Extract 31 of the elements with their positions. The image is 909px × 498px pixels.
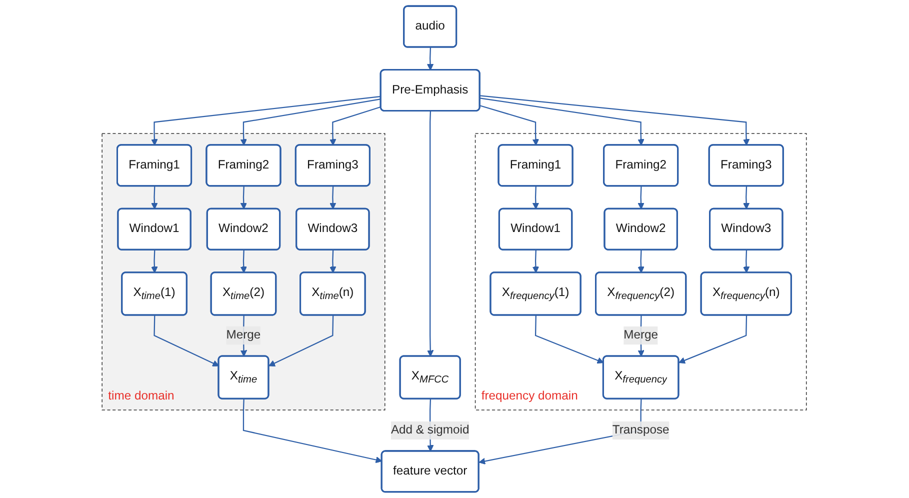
edge-label: Merge (226, 328, 261, 342)
arrow (151, 186, 158, 210)
arrow (151, 250, 158, 274)
arrow (427, 47, 434, 70)
arrow (330, 106, 382, 146)
arrow (427, 111, 434, 357)
arrow (638, 250, 645, 274)
arrow (480, 98, 645, 146)
arrow (330, 250, 336, 274)
arrow (240, 98, 382, 146)
arrow (151, 96, 382, 146)
arrow (480, 95, 750, 146)
arrow (535, 315, 604, 364)
cluster (102, 133, 386, 410)
edge-label: Add & sigmoid (391, 424, 470, 437)
arrow (678, 315, 748, 364)
arrow (240, 186, 248, 210)
arrow (240, 250, 248, 274)
arrow (268, 315, 334, 366)
arrow (532, 250, 540, 274)
edge-label: Transpose (612, 424, 670, 437)
arrow (743, 186, 750, 210)
arrow (480, 105, 540, 146)
arrow (243, 398, 383, 464)
cluster (475, 133, 808, 410)
arrow (154, 315, 220, 366)
arrow (330, 186, 336, 210)
arrow (743, 250, 750, 274)
edge-label: Merge (624, 328, 658, 342)
arrow (532, 186, 540, 210)
arrow (638, 186, 645, 210)
